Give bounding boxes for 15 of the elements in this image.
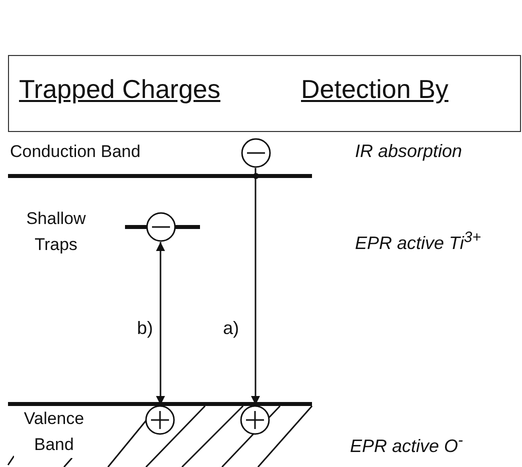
transition-arrow [251,168,260,405]
transition-arrow [156,242,165,405]
electron-symbol [146,212,176,242]
hole-symbol [145,405,175,435]
electron-symbol [241,138,271,168]
edge-label: a) [222,318,240,338]
band-label: Conduction Band [10,142,140,162]
detection-label: EPR active Ti$^{3+}$ [355,229,481,254]
edge-label: b) [136,318,154,338]
header-box [8,55,521,132]
column-heading: Trapped Charges [19,74,220,105]
detection-label: IR absorption [355,141,462,162]
detection-label: EPR active O$^{-}$ [350,432,464,457]
column-heading: Detection By [301,74,448,105]
hole-symbol [240,405,270,435]
